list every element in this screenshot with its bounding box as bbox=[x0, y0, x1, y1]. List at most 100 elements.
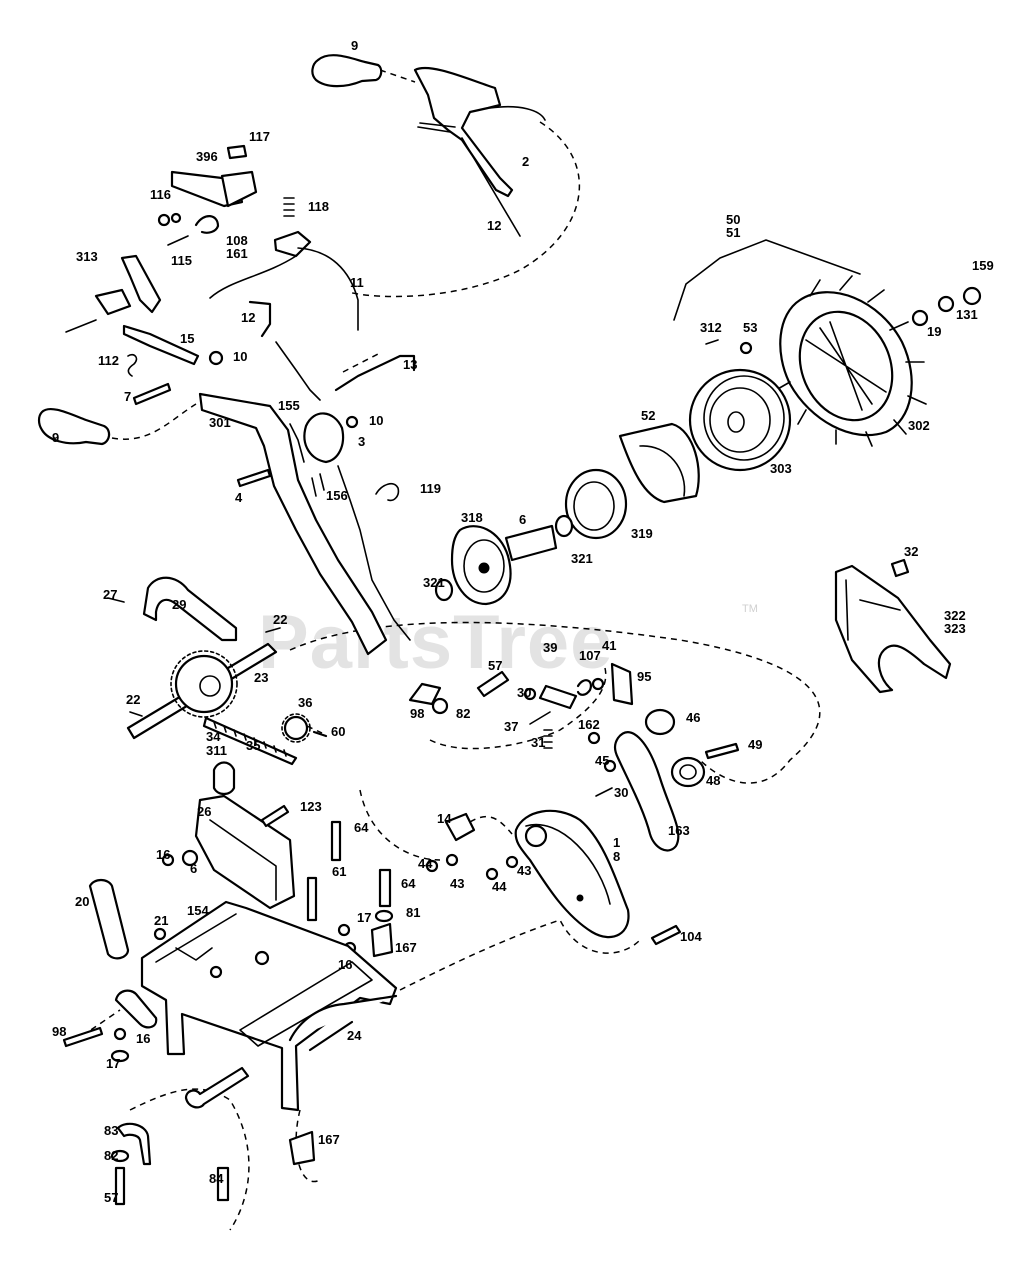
callout-51: 51 bbox=[726, 225, 740, 240]
callout-30: 30 bbox=[517, 685, 531, 700]
washer-17b bbox=[110, 1049, 130, 1063]
callout-319: 319 bbox=[631, 526, 653, 541]
callout-8: 8 bbox=[613, 849, 620, 864]
callout-302: 302 bbox=[908, 418, 930, 433]
callout-20: 20 bbox=[75, 894, 89, 909]
bracket-14 bbox=[444, 812, 476, 842]
washer-116 bbox=[157, 213, 171, 227]
bearing-319 bbox=[564, 468, 628, 540]
callout-43: 43 bbox=[450, 876, 464, 891]
callout-154: 154 bbox=[187, 903, 209, 918]
callout-41: 41 bbox=[602, 638, 616, 653]
callout-48: 48 bbox=[706, 773, 720, 788]
washer-82 bbox=[431, 697, 449, 715]
callout-83: 83 bbox=[104, 1123, 118, 1138]
grip-top bbox=[311, 54, 383, 88]
callout-119: 119 bbox=[420, 481, 441, 496]
callout-17: 17 bbox=[357, 910, 371, 925]
callout-49: 49 bbox=[748, 737, 762, 752]
plate-26-edge bbox=[209, 819, 277, 901]
spring-31 bbox=[543, 729, 553, 749]
cable-right bbox=[469, 816, 513, 835]
callout-34: 34 bbox=[206, 729, 221, 744]
left-controls bbox=[65, 144, 416, 406]
callout-26: 26 bbox=[197, 804, 211, 819]
grip-leader-top bbox=[379, 69, 416, 83]
linkage-15 bbox=[122, 324, 200, 366]
bolt-57 bbox=[476, 670, 510, 698]
callout-321: 321 bbox=[571, 551, 593, 566]
washer-45 bbox=[603, 759, 617, 773]
bolt-98-leader bbox=[81, 1009, 121, 1037]
frame-hole-a bbox=[209, 965, 223, 979]
tube-20 bbox=[88, 878, 130, 960]
bolt-57b bbox=[114, 1166, 126, 1206]
upper-handle-assembly bbox=[311, 54, 546, 237]
bolt-84 bbox=[216, 1166, 230, 1202]
chain-34 bbox=[202, 716, 298, 766]
callout-37: 37 bbox=[504, 719, 518, 734]
bracket-155 bbox=[289, 423, 305, 463]
callout-16: 16 bbox=[338, 957, 352, 972]
callout-108: 108 bbox=[226, 233, 248, 248]
callout-43: 43 bbox=[517, 863, 531, 878]
pulley-318-groove bbox=[463, 539, 505, 593]
belt-163 bbox=[613, 731, 680, 852]
callout-64: 64 bbox=[354, 820, 369, 835]
callout-36: 36 bbox=[298, 695, 312, 710]
callout-311: 311 bbox=[206, 743, 227, 758]
callout-12: 12 bbox=[241, 310, 255, 325]
callout-82: 82 bbox=[104, 1148, 118, 1163]
callout-116: 116 bbox=[150, 187, 171, 202]
bracket-83 bbox=[116, 1122, 152, 1166]
lever-313 bbox=[120, 254, 162, 314]
callout-312: 312 bbox=[700, 320, 722, 335]
clip-108 bbox=[194, 215, 220, 234]
washer-43a bbox=[445, 853, 459, 867]
washer-82b bbox=[110, 1149, 130, 1163]
link-linkage bbox=[429, 667, 607, 750]
callout-6: 6 bbox=[190, 861, 197, 876]
pulley-318-hub bbox=[478, 562, 490, 574]
cover-52 bbox=[618, 422, 700, 504]
sprocket-36-teeth bbox=[281, 713, 311, 743]
callout-163: 163 bbox=[668, 823, 690, 838]
bolt-104 bbox=[650, 924, 682, 946]
nut-16 bbox=[161, 853, 175, 867]
sprocket-36 bbox=[283, 715, 309, 741]
callout-16: 16 bbox=[136, 1031, 150, 1046]
callout-98: 98 bbox=[52, 1024, 66, 1039]
rod-long bbox=[337, 465, 411, 641]
callout-14: 14 bbox=[437, 811, 452, 826]
bolt-98 bbox=[62, 1026, 104, 1048]
callout-64: 64 bbox=[401, 876, 416, 891]
pin-27 bbox=[107, 597, 125, 603]
tire-302-spokes bbox=[805, 321, 887, 411]
nut-21 bbox=[153, 927, 167, 941]
bracket-95 bbox=[610, 662, 634, 706]
callout-30: 30 bbox=[614, 785, 628, 800]
pulley-46 bbox=[644, 708, 676, 736]
spacer-321a bbox=[554, 514, 574, 538]
callout-95: 95 bbox=[637, 669, 651, 684]
nut-53 bbox=[739, 341, 753, 355]
callout-167: 167 bbox=[395, 940, 417, 955]
callout-57: 57 bbox=[488, 658, 502, 673]
pin-22a bbox=[265, 627, 281, 633]
callout-156: 156 bbox=[326, 488, 348, 503]
shield-assembly bbox=[834, 558, 952, 694]
spring-118 bbox=[283, 197, 295, 217]
rod-13 bbox=[334, 354, 416, 392]
cable-2 bbox=[489, 105, 546, 121]
bolt-64 bbox=[330, 820, 342, 862]
callout-313: 313 bbox=[76, 249, 98, 264]
rim-303-hub bbox=[727, 411, 745, 433]
callout-303: 303 bbox=[770, 461, 792, 476]
clip-107 bbox=[576, 679, 592, 696]
callout-161: 161 bbox=[226, 246, 248, 261]
washer-131 bbox=[937, 295, 955, 313]
frame-base-rail bbox=[239, 961, 373, 1047]
linkage-assembly bbox=[408, 662, 740, 797]
wheel-assembly bbox=[434, 239, 982, 606]
rim-303 bbox=[688, 368, 792, 472]
